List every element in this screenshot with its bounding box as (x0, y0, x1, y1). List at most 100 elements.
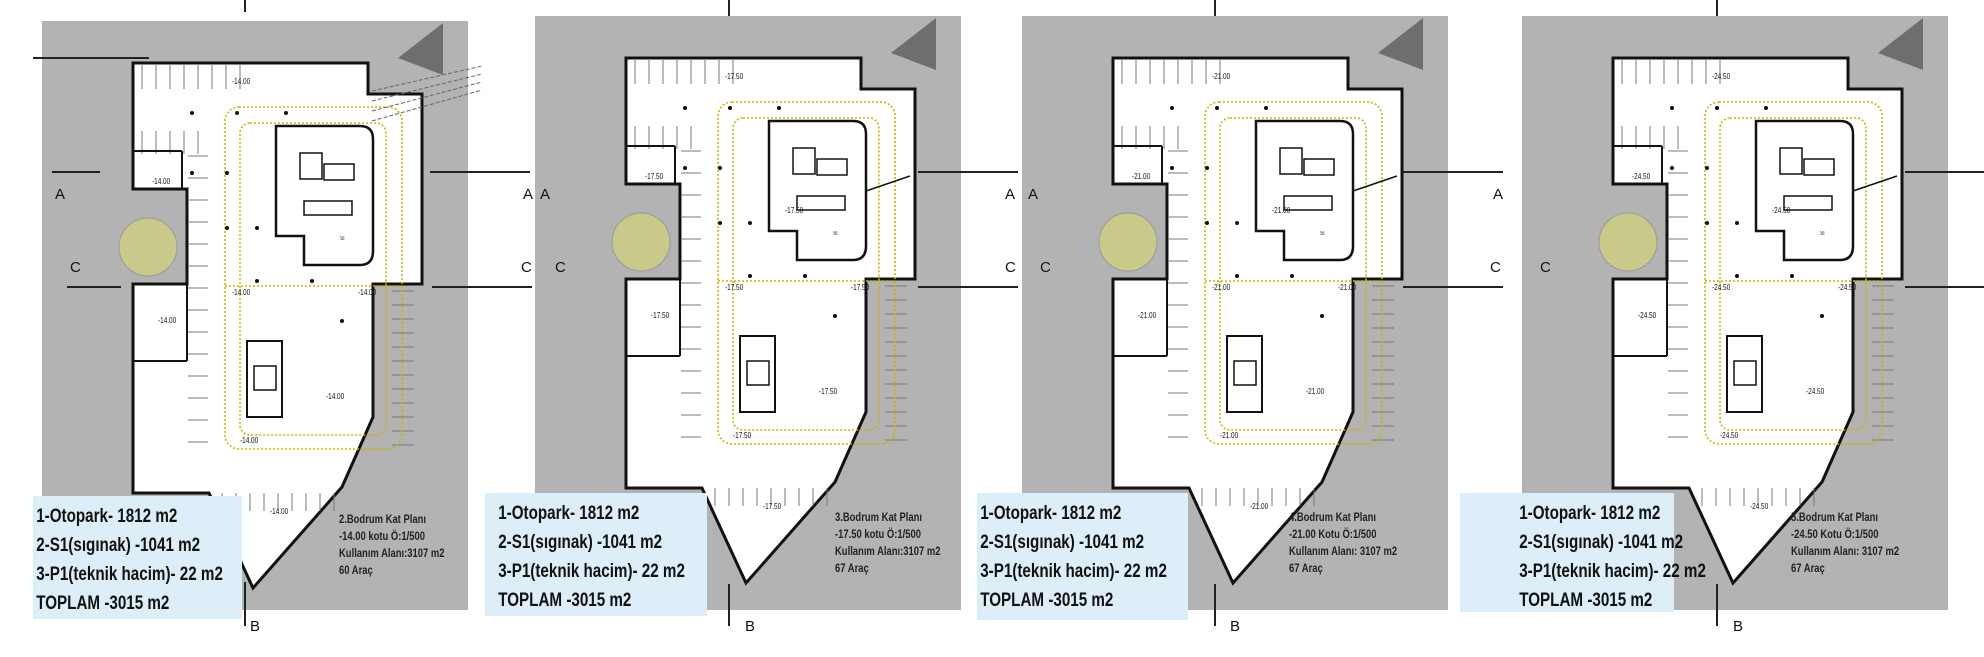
stair-icon (253, 365, 277, 391)
column (833, 314, 837, 318)
elevation-label: -17.50 (763, 502, 782, 511)
elevation-label: -17.50 (725, 72, 744, 81)
area-summary-4: 1-Otopark- 1812 m2 2-S1(sıgınak) -1041 m… (1460, 493, 1706, 612)
elevation-label: -24.50 (1750, 502, 1769, 511)
vehicle-route-inner (732, 117, 880, 431)
shaft-icon (796, 195, 846, 211)
elevation-label: -17.50 (851, 283, 870, 292)
plan-caption-3: 4.Bodrum Kat Planı -21.00 Kotu Ö:1/500 K… (1289, 510, 1397, 578)
plan-usage: Kullanım Alanı: 3107 m2 (1289, 546, 1398, 558)
shaft-icon (303, 200, 353, 216)
elevator-icon (1803, 158, 1835, 176)
column (1170, 166, 1174, 170)
stair-icon (299, 152, 323, 180)
elevation-label: -24.50 (1720, 431, 1739, 440)
column (1170, 106, 1174, 110)
column (718, 166, 722, 170)
area-siginak: 2-S1(sıgınak) -1041 m2 (36, 535, 201, 556)
elevation-label: -14.00 (152, 177, 171, 186)
vehicle-route-inner (1719, 117, 1867, 431)
elevation-label: -24.50 (1838, 283, 1857, 292)
column (683, 166, 687, 170)
vehicle-route-outer (717, 101, 896, 445)
area-otopark: 1-Otopark- 1812 m2 (1519, 503, 1661, 524)
tree-icon (118, 217, 178, 277)
elevation-label: -24.50 (1632, 172, 1651, 181)
elevation-label: -17.50 (645, 172, 664, 181)
column (255, 226, 259, 230)
plan-title: 4.Bodrum Kat Planı (1289, 512, 1376, 524)
plan-level: -21.00 Kotu Ö:1/500 (1289, 529, 1377, 541)
area-total: TOPLAM -3015 m2 (980, 590, 1114, 611)
elevator-icon (816, 158, 848, 176)
column (1205, 221, 1209, 225)
area-summary-3: 1-Otopark- 1812 m2 2-S1(sıgınak) -1041 m… (977, 493, 1188, 620)
column (190, 111, 194, 115)
elevation-label: -21.00 (1250, 502, 1269, 511)
area-otopark: 1-Otopark- 1812 m2 (980, 503, 1122, 524)
plan-cars: 67 Araç (1791, 563, 1825, 575)
elevation-label: -14.00 (158, 316, 177, 325)
elevation-label: -14.00 (270, 507, 289, 516)
column (1705, 221, 1709, 225)
section-line-a (1905, 171, 1984, 173)
column (1735, 274, 1739, 278)
area-siginak: 2-S1(sıgınak) -1041 m2 (980, 532, 1145, 553)
plan-title: 2.Bodrum Kat Planı (339, 514, 426, 526)
plan-usage: Kullanım Alanı:3107 m2 (339, 548, 445, 560)
section-line-b (728, 584, 730, 626)
section-label-b: B (250, 618, 261, 635)
ramp-line (1352, 175, 1398, 192)
area-teknik: 3-P1(teknik hacim)- 22 m2 (36, 564, 223, 585)
section-label-a: A (1493, 186, 1504, 203)
area-siginak: 2-S1(sıgınak) -1041 m2 (498, 532, 663, 553)
section-line-c (918, 286, 1018, 288)
column (1764, 106, 1768, 110)
column (718, 221, 722, 225)
column (777, 106, 781, 110)
elevation-label: -21.00 (1338, 283, 1357, 292)
area-otopark: 1-Otopark- 1812 m2 (498, 503, 640, 524)
stair-icon (746, 360, 770, 386)
section-label-c: C (1540, 259, 1551, 276)
column (235, 111, 239, 115)
vehicle-route-outer (224, 106, 403, 450)
floor-plan-drawing (118, 23, 483, 591)
column (1320, 314, 1324, 318)
section-label-a: A (1005, 186, 1016, 203)
plan-level: -17.50 kotu Ö:1/500 (835, 529, 921, 541)
stair-icon (1233, 360, 1257, 386)
column (1790, 274, 1794, 278)
stair-icon (1779, 147, 1803, 175)
elevation-label: -14.00 (232, 77, 251, 86)
section-line-b (1214, 0, 1216, 16)
plan-cars: 67 Araç (835, 563, 869, 575)
column (748, 221, 752, 225)
north-arrow-icon (891, 18, 936, 70)
column (1215, 106, 1219, 110)
plan-usage: Kullanım Alanı: 3107 m2 (1791, 546, 1900, 558)
column (803, 274, 807, 278)
column (683, 106, 687, 110)
column (1705, 166, 1709, 170)
stair-icon (1733, 360, 1757, 386)
stair-icon (792, 147, 816, 175)
area-siginak: 2-S1(sıgınak) -1041 m2 (1519, 532, 1684, 553)
column (1205, 166, 1209, 170)
column (1290, 274, 1294, 278)
section-line-c (1905, 286, 1984, 288)
ramp-line (371, 81, 483, 112)
vehicle-route-outer (1204, 101, 1383, 445)
ramp-line (371, 89, 483, 122)
plan-title: 3.Bodrum Kat Planı (835, 512, 922, 524)
plan-caption-1: 2.Bodrum Kat Planı -14.00 kotu Ö:1/500 K… (339, 512, 445, 580)
section-line-a (52, 171, 100, 173)
section-line-b (244, 582, 246, 626)
column (1715, 106, 1719, 110)
plan-usage: Kullanım Alanı:3107 m2 (835, 546, 941, 558)
section-line-c (67, 286, 121, 288)
section-label-b: B (745, 618, 756, 635)
elevation-label: -17.50 (785, 206, 804, 215)
section-label-a: A (1028, 186, 1039, 203)
column (225, 171, 229, 175)
